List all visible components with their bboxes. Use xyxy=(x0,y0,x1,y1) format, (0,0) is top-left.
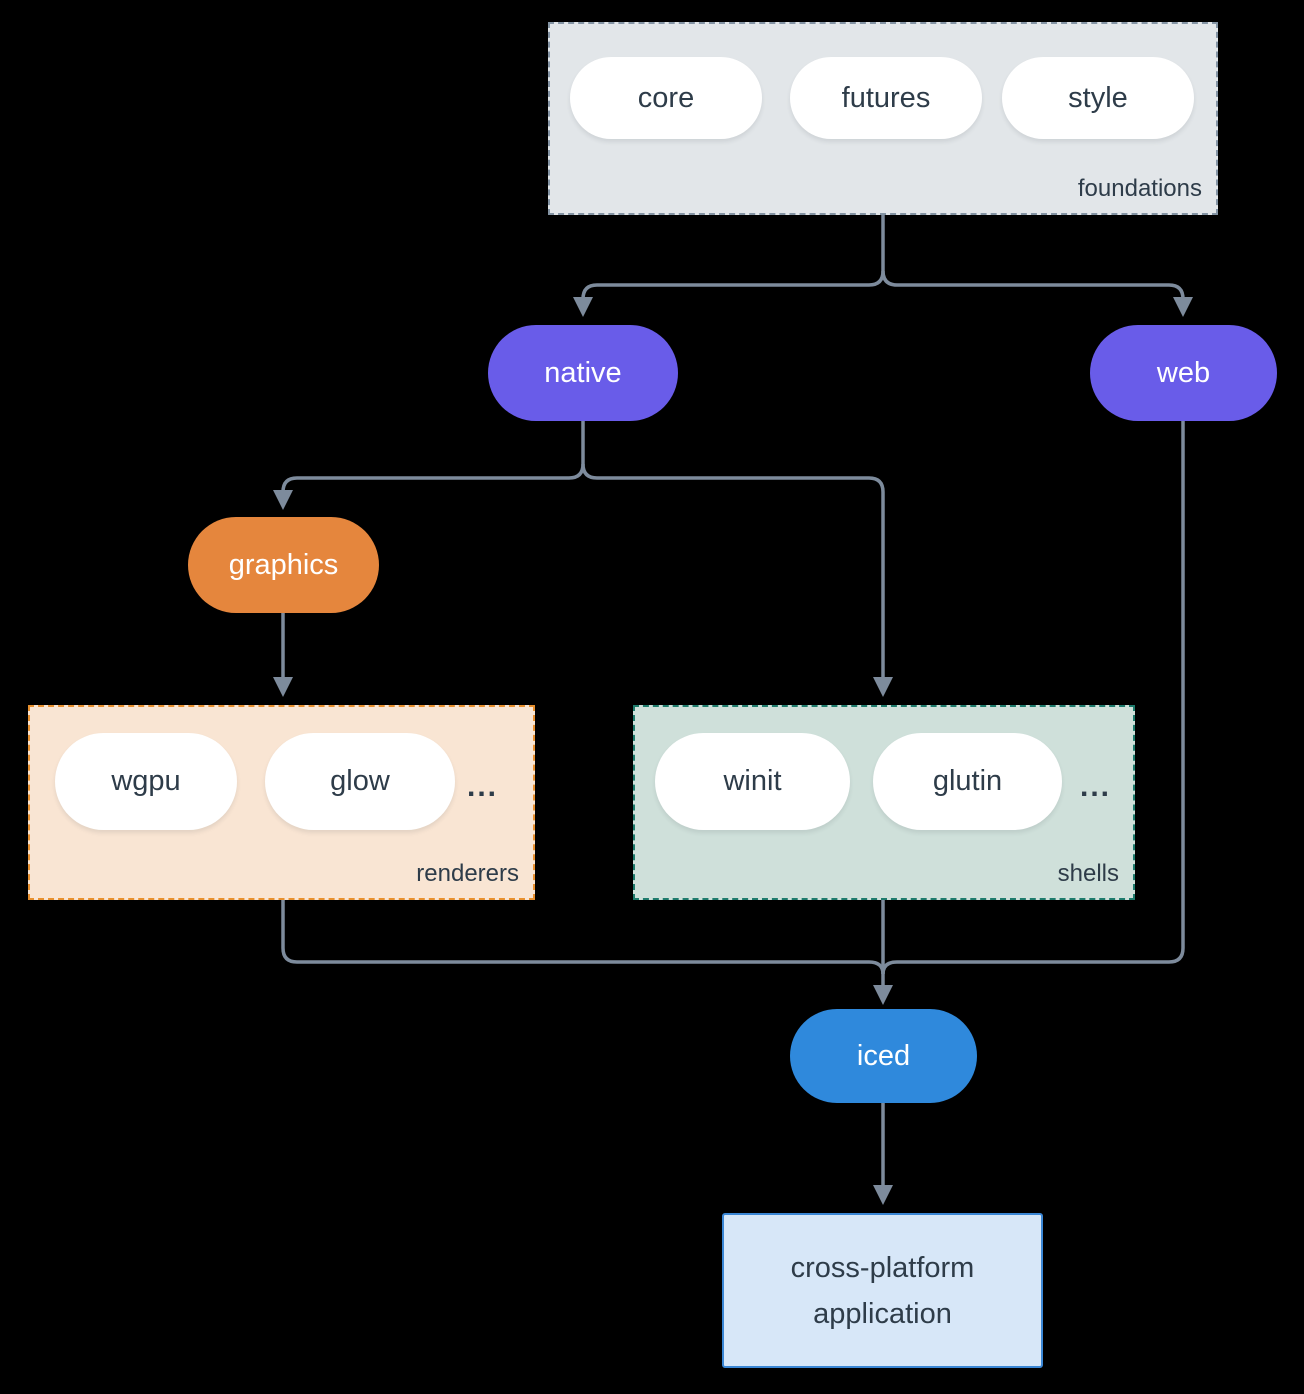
renderers-more-ellipsis: ... xyxy=(467,770,499,803)
group-renderers-label: renderers xyxy=(416,860,519,887)
node-web: web xyxy=(1090,325,1277,421)
node-wgpu: wgpu xyxy=(55,733,237,830)
shells-more-ellipsis: ... xyxy=(1080,770,1112,803)
edge-native-to-graphics xyxy=(273,421,585,510)
node-style: style xyxy=(1002,57,1194,139)
group-foundations: core futures style foundations xyxy=(548,22,1218,215)
node-native: native xyxy=(488,325,678,421)
node-cross-platform-application: cross-platform application xyxy=(722,1213,1043,1368)
node-iced: iced xyxy=(790,1009,977,1103)
application-label-line1: cross-platform xyxy=(790,1251,975,1284)
edge-foundations-to-web xyxy=(881,270,1193,317)
node-winit: winit xyxy=(655,733,850,830)
group-shells-label: shells xyxy=(1057,860,1119,887)
node-glow: glow xyxy=(265,733,455,830)
application-label-line2: application xyxy=(813,1297,952,1330)
edge-renderers-to-iced xyxy=(281,900,885,975)
node-futures: futures xyxy=(790,57,982,139)
edge-native-to-shells xyxy=(581,463,893,697)
group-foundations-label: foundations xyxy=(1077,175,1202,202)
edge-foundations-to-native xyxy=(573,215,885,317)
node-graphics: graphics xyxy=(188,517,379,613)
node-glutin: glutin xyxy=(873,733,1062,830)
group-renderers: wgpu glow ... renderers xyxy=(28,705,535,900)
group-shells: winit glutin ... shells xyxy=(633,705,1135,900)
node-core: core xyxy=(570,57,762,139)
